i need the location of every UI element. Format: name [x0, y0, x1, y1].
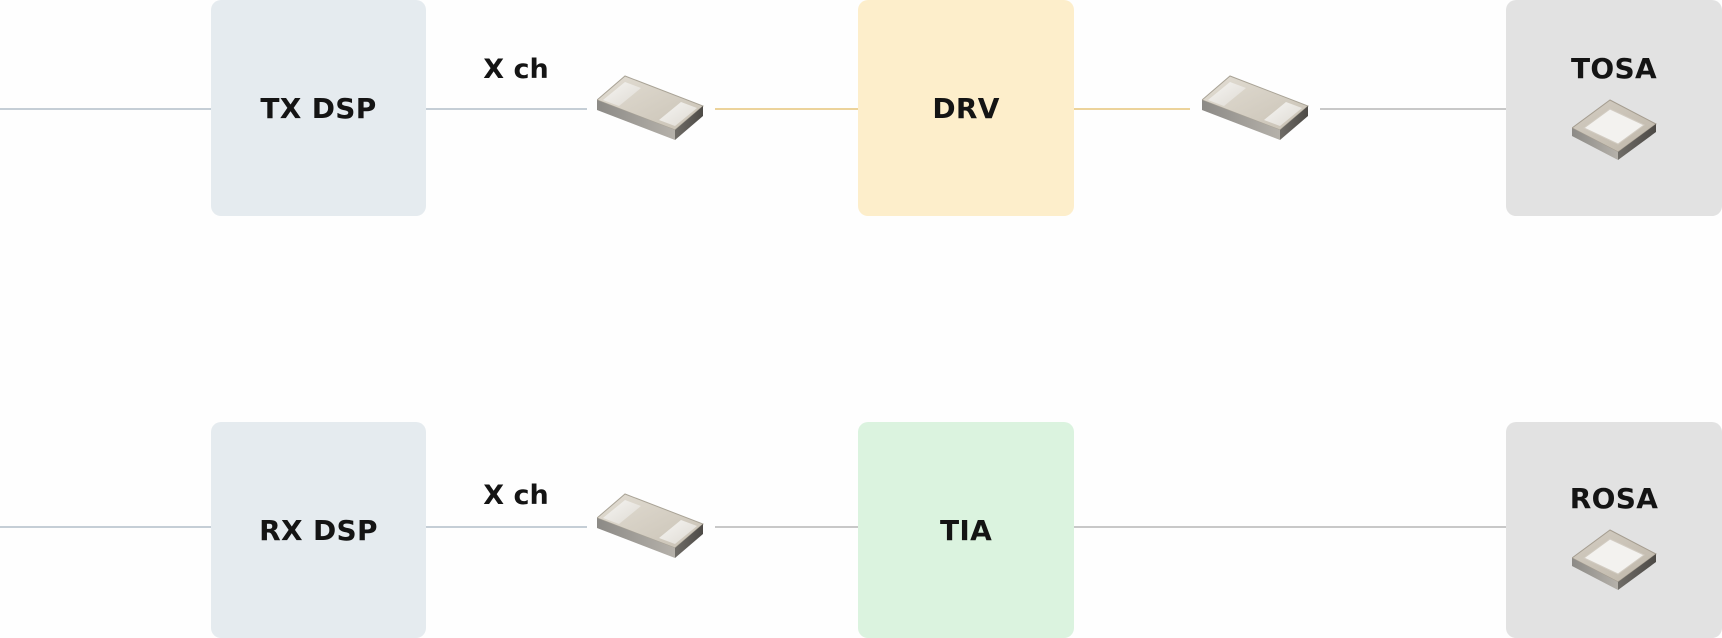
tosa-chip-icon: [1572, 99, 1657, 160]
tx-channel-label: X ch: [483, 54, 549, 85]
rosa-chip-icon: [1572, 529, 1657, 590]
tx-dsp-label: TX DSP: [260, 91, 377, 125]
tx-dsp-to-capacitor-link: [426, 108, 587, 110]
rosa-block: ROSA: [1506, 422, 1722, 638]
tx-capacitor-2-icon: [1202, 75, 1309, 140]
rx-capacitor-icon: [597, 493, 704, 558]
tosa-block: TOSA: [1506, 0, 1722, 216]
tx-capacitor-to-driver-link: [715, 108, 858, 110]
rx-channel-label: X ch: [483, 480, 549, 511]
tia-block: TIA: [858, 422, 1074, 638]
rx-input-link: [0, 526, 211, 528]
rosa-label: ROSA: [1569, 482, 1659, 515]
tx-capacitor-to-tosa-link: [1320, 108, 1506, 110]
driver-block: DRV: [858, 0, 1074, 216]
driver-label: DRV: [932, 91, 1000, 125]
tx-dsp-block: TX DSP: [211, 0, 426, 216]
rx-capacitor-to-tia-link: [715, 526, 858, 528]
tia-to-rosa-link: [1074, 526, 1506, 528]
tx-input-link: [0, 108, 211, 110]
rx-dsp-to-capacitor-link: [426, 526, 587, 528]
tx-capacitor-1-icon: [597, 75, 704, 140]
rx-dsp-label: RX DSP: [259, 513, 378, 547]
tosa-label: TOSA: [1571, 52, 1657, 85]
rx-dsp-block: RX DSP: [211, 422, 426, 638]
tia-label: TIA: [939, 513, 993, 547]
driver-to-capacitor-link: [1074, 108, 1190, 110]
